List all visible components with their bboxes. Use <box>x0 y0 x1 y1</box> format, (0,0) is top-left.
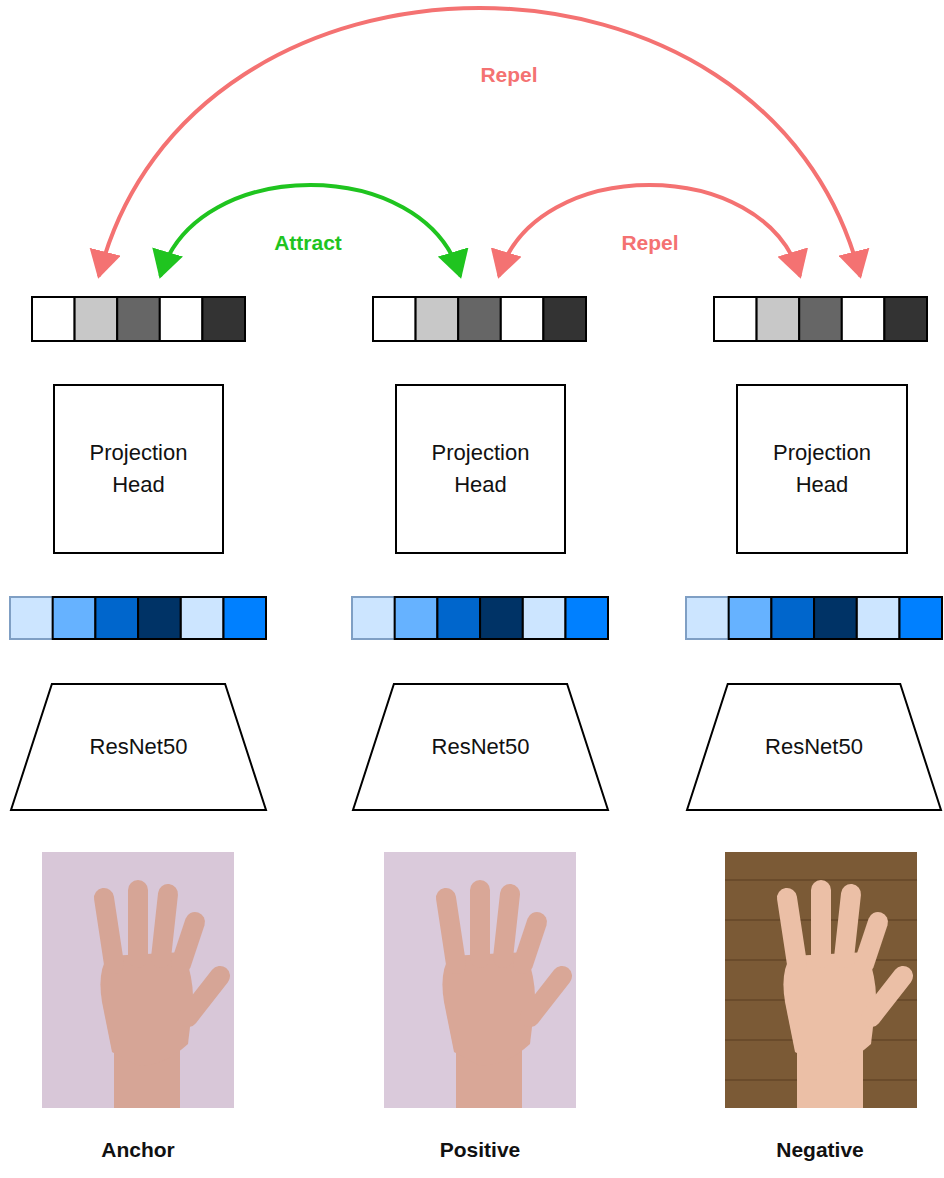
photo-ground <box>725 852 917 1108</box>
node-text: Projection Head <box>74 437 204 501</box>
node-text: Projection Head <box>416 437 546 501</box>
resnet-trapezoid: ResNet50 <box>10 683 267 811</box>
image-role-label: Negative <box>776 1138 864 1162</box>
output-vector <box>373 297 586 341</box>
projection-head-box: Projection Head <box>736 384 908 554</box>
trapezoid-shape <box>353 684 608 810</box>
feature-vector <box>10 597 266 639</box>
projection-head-box: Projection Head <box>53 384 224 554</box>
edge-label: Repel <box>621 231 678 255</box>
curved-arrow <box>99 8 860 275</box>
curved-arrow <box>161 185 460 275</box>
resnet-trapezoid: ResNet50 <box>686 683 942 811</box>
feature-vector <box>686 597 942 639</box>
positive-photo <box>384 852 576 1108</box>
hand <box>783 890 903 1108</box>
negative-photo <box>725 852 917 1108</box>
image-role-label: Anchor <box>101 1138 175 1162</box>
resnet-trapezoid: ResNet50 <box>352 683 609 811</box>
curved-arrow <box>499 185 799 275</box>
node-text: Projection Head <box>757 437 887 501</box>
output-vector <box>32 297 245 341</box>
node-text: ResNet50 <box>432 731 530 763</box>
feature-vector <box>352 597 608 639</box>
photo-ground <box>42 852 234 1108</box>
anchor-photo <box>42 852 234 1108</box>
projection-head-box: Projection Head <box>395 384 566 554</box>
node-text: ResNet50 <box>765 731 863 763</box>
photo-ground <box>384 852 576 1108</box>
edge-label: Attract <box>274 231 342 255</box>
edge-label: Repel <box>480 63 537 87</box>
trapezoid-shape <box>11 684 266 810</box>
hand <box>100 890 220 1108</box>
output-vector <box>714 297 927 341</box>
trapezoid-shape <box>687 684 941 810</box>
hand <box>442 890 562 1108</box>
node-text: ResNet50 <box>90 731 188 763</box>
image-role-label: Positive <box>440 1138 521 1162</box>
